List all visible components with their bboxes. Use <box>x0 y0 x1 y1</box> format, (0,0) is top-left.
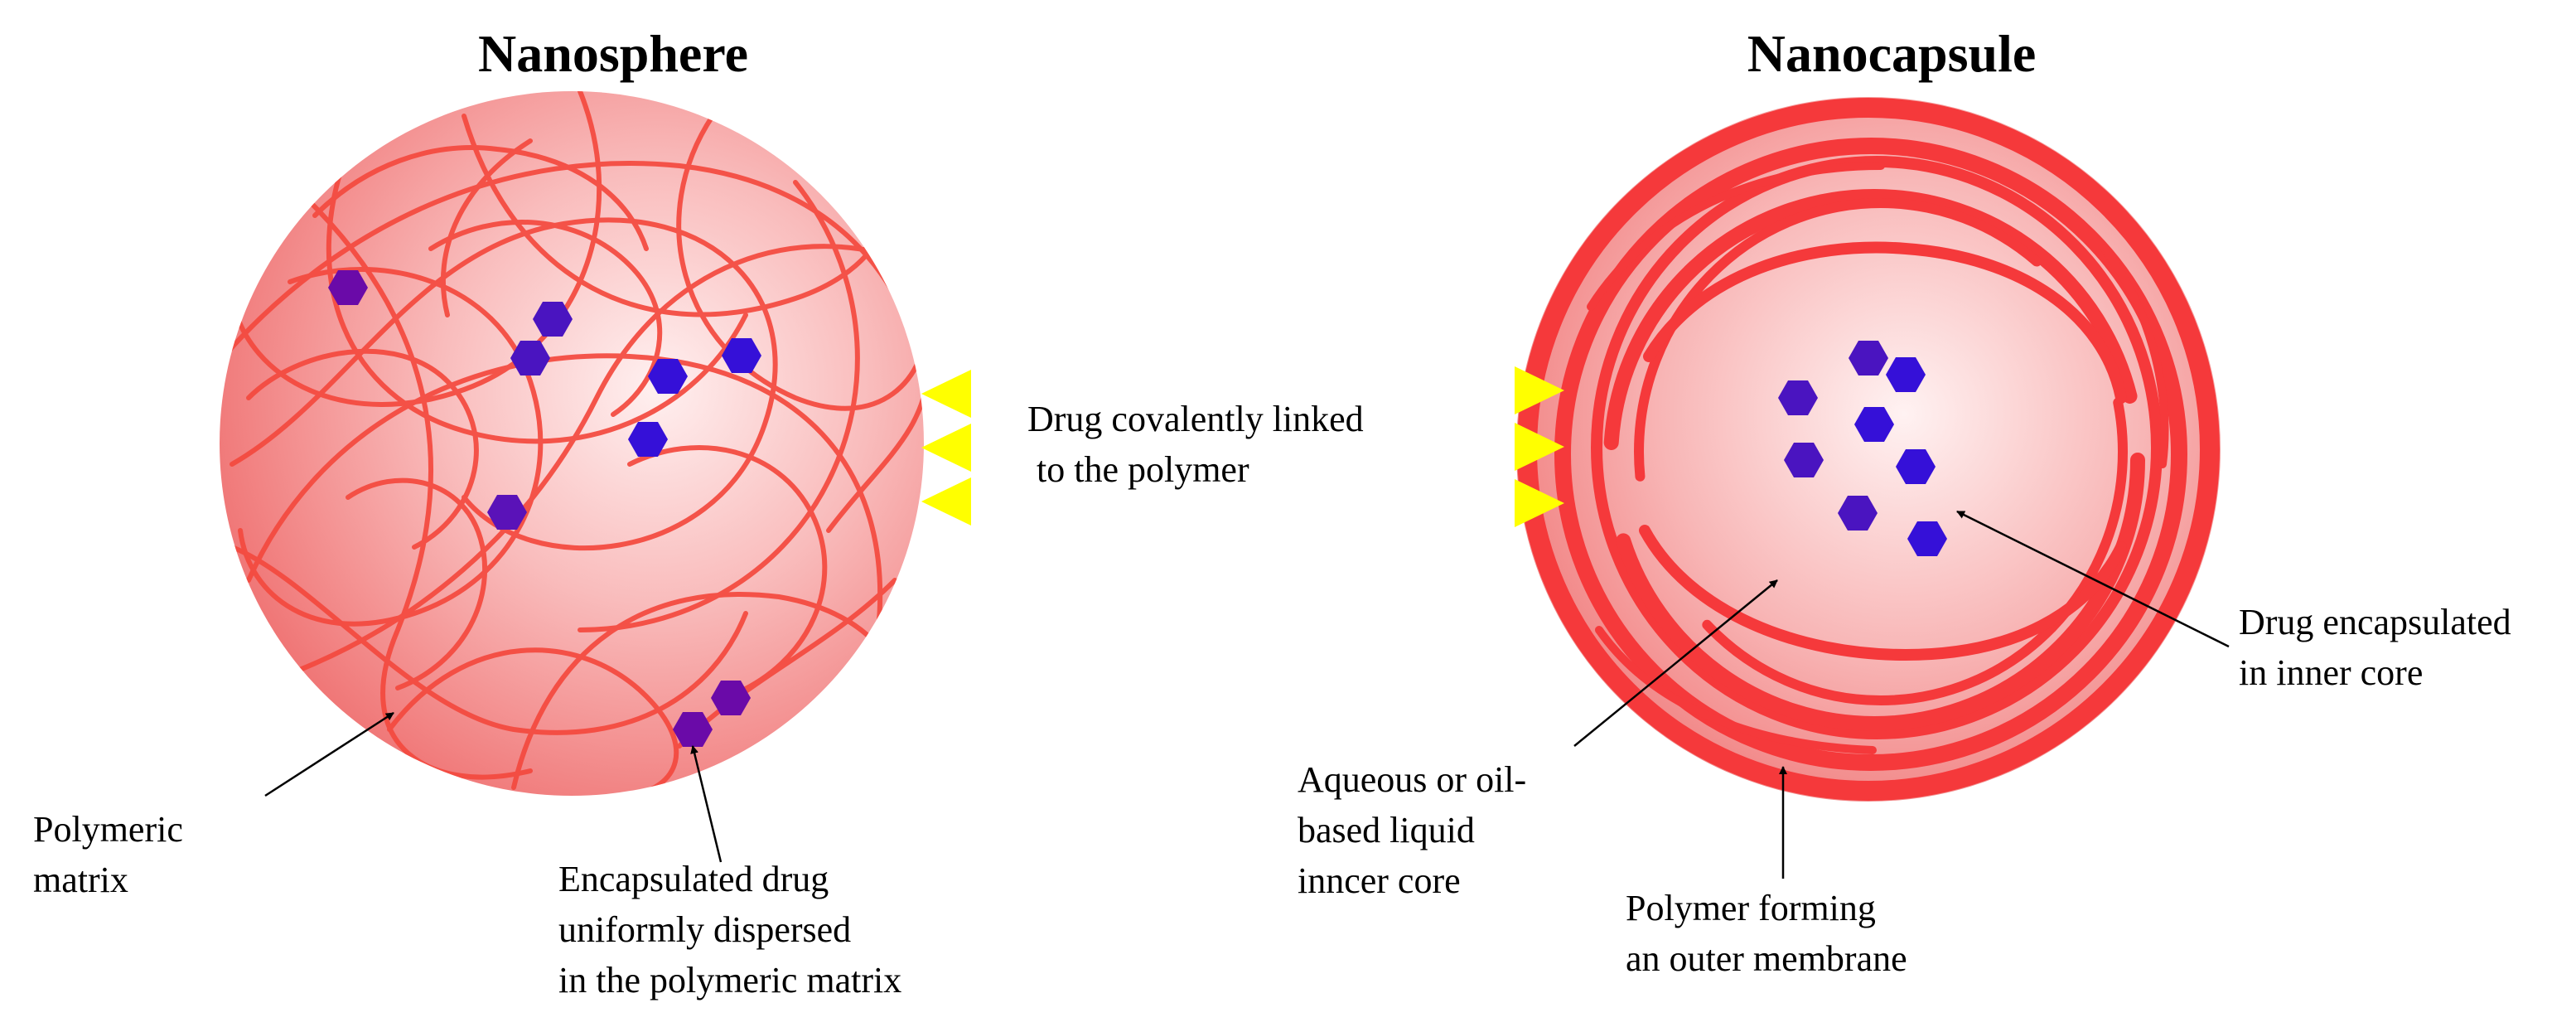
ligand-triangle-icon <box>1515 366 1564 414</box>
liquid-core-arrow <box>1573 579 1778 747</box>
ligand-triangle-icon <box>1515 423 1564 471</box>
membrane-label: Polymer forming an outer membrane <box>1626 888 1907 979</box>
nanosphere-ligands <box>921 370 971 526</box>
matrix-label: Polymeric matrix <box>33 809 192 900</box>
nanosphere-title: Nanosphere <box>478 24 748 83</box>
dispersed-drug-label: Encapsulated drug uniformly dispersed in… <box>558 859 901 1001</box>
nanocapsule-ligands <box>1515 366 1564 527</box>
liquid-core-label: Aqueous or oil- based liquid inncer core <box>1298 759 1535 901</box>
matrix-arrow <box>264 711 394 797</box>
drug-arrow <box>690 745 723 863</box>
polymeric-matrix-fibers <box>221 91 924 796</box>
nanocapsule-title: Nanocapsule <box>1747 24 2037 83</box>
ligand-triangle-icon <box>921 370 971 418</box>
leader-arrows <box>264 510 2230 879</box>
ligand-triangle-icon <box>921 477 971 526</box>
nanocapsule <box>1516 97 2221 802</box>
ligand-label: Drug covalently linked to the polymer <box>1027 399 1373 490</box>
ligand-triangle-icon <box>1515 479 1564 527</box>
nanosphere <box>220 91 924 796</box>
core-drug-label: Drug encapsulated in inner core <box>2239 602 2520 693</box>
ligand-triangle-icon <box>921 424 971 472</box>
core-drug-arrow <box>1956 510 2230 648</box>
